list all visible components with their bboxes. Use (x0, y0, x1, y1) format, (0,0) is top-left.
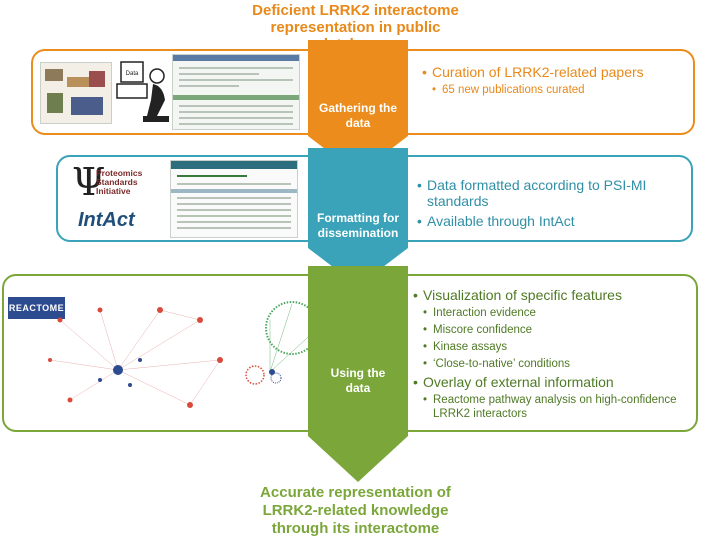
psi-symbol: Ψ (72, 160, 106, 204)
stage-label-using-line2: data (345, 381, 371, 395)
stage-label-formatting: Formatting for dissemination (306, 211, 410, 241)
bullet-curation: Curation of LRRK2-related papers (422, 64, 682, 80)
bullet-kinase: Kinase assays (423, 340, 693, 354)
bullet-overlay: Overlay of external information (413, 374, 693, 390)
bullet-reactome-analysis: Reactome pathway analysis on high-confid… (423, 393, 693, 421)
bullet-visualization: Visualization of specific features (413, 287, 693, 303)
bottom-title: Accurate representation of LRRK2-related… (150, 484, 561, 538)
formatting-points: Data formatted according to PSI-MI stand… (417, 177, 687, 229)
stage-label-using: Using the data (306, 366, 410, 396)
researcher-at-computer-icon: Data (116, 61, 169, 122)
stage-label-using-line1: Using the (330, 366, 386, 380)
intact-logo: IntAct (78, 209, 135, 231)
curation-people-illustration (40, 62, 112, 124)
stage-label-gathering-line2: data (345, 116, 371, 130)
using-chevron (308, 266, 408, 482)
stage-label-formatting-line1: Formatting for (317, 211, 399, 225)
top-title-line2: representation in public (270, 19, 441, 36)
intact-search-screenshot (170, 160, 298, 238)
psi-name-line2: Standards (96, 177, 138, 187)
psi-name-line3: Initiative (96, 186, 131, 196)
gathering-points: Curation of LRRK2-related papers 65 new … (422, 64, 682, 97)
bullet-new-publications: 65 new publications curated (432, 83, 682, 97)
bullet-miscore: Miscore confidence (423, 323, 693, 337)
bullet-close-to-native: ‘Close-to-native’ conditions (423, 357, 693, 371)
curation-tool-screenshot (172, 54, 300, 130)
bottom-title-line3: through its interactome (271, 520, 440, 537)
gathering-chevron (308, 40, 408, 174)
using-points: Visualization of specific features Inter… (413, 287, 693, 421)
bullet-interaction-evidence: Interaction evidence (423, 306, 693, 320)
reactome-logo: REACTOME (8, 297, 65, 319)
stage-label-formatting-line2: dissemination (317, 226, 399, 240)
reactome-pathway-network (48, 307, 223, 408)
screen-label: Data (126, 71, 139, 77)
top-title-line1: Deficient LRRK2 interactome (252, 2, 459, 19)
psi-logo: Ψ Proteomics Standards Initiative (72, 160, 172, 210)
bullet-intact: Available through IntAct (417, 213, 687, 229)
bullet-psi-mi: Data formatted according to PSI-MI stand… (417, 177, 687, 209)
bottom-title-line1: Accurate representation of (260, 484, 451, 501)
stage-label-gathering-line1: Gathering the (318, 101, 397, 115)
bottom-title-line2: LRRK2-related knowledge (262, 502, 449, 519)
formatting-chevron (308, 148, 408, 286)
stage-label-gathering: Gathering the data (306, 101, 410, 131)
psi-name-line1: Proteomics (96, 168, 143, 178)
psi-name: Proteomics Standards Initiative (96, 169, 142, 196)
